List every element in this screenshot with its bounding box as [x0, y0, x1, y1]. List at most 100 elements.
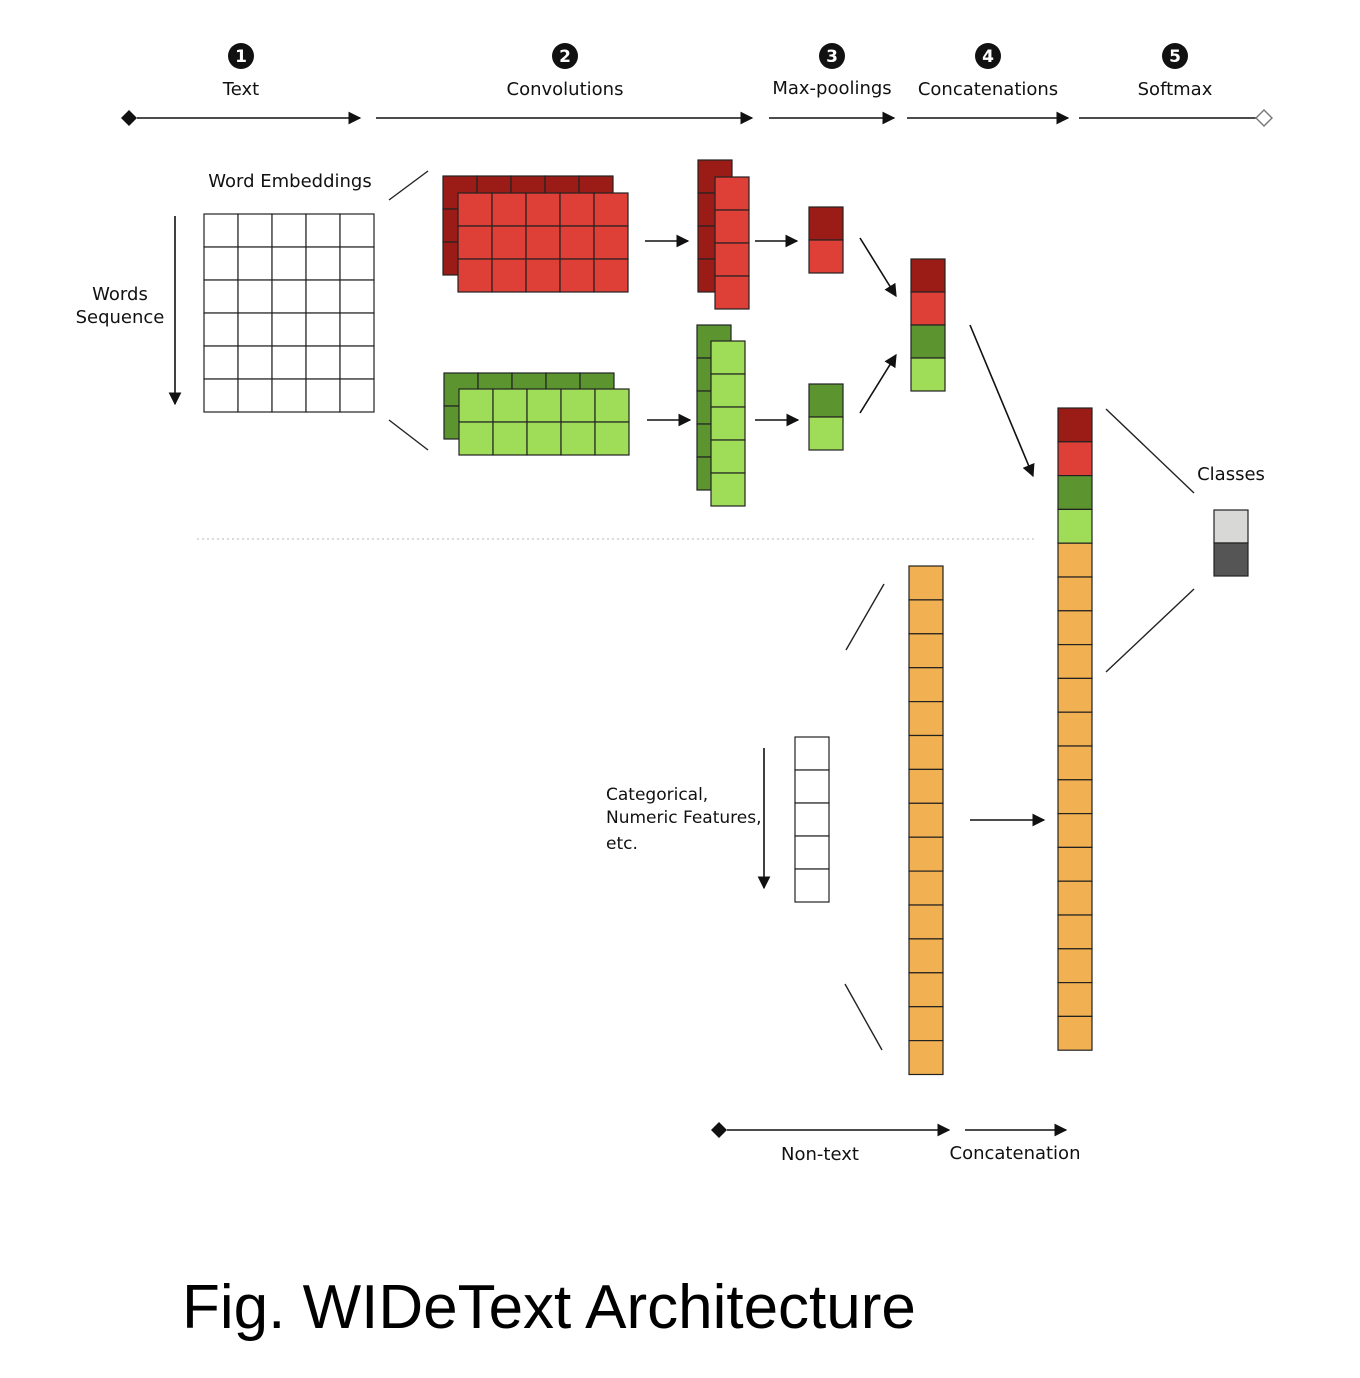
- stage-3: 3 Max-poolings: [772, 43, 892, 99]
- feature-cell: [794, 769, 830, 804]
- concat-cell: [1057, 711, 1093, 747]
- conv-cell: [593, 192, 629, 227]
- embedding-cell: [237, 213, 273, 248]
- concat-cell: [1057, 846, 1093, 882]
- diamond-start-icon: [121, 110, 137, 126]
- conv-output-cell: [710, 472, 746, 507]
- concat-cell: [1057, 745, 1093, 781]
- feature-cell: [794, 835, 830, 870]
- embedding-cell: [339, 378, 375, 413]
- embedding-cell: [203, 378, 239, 413]
- concat-cell: [910, 291, 946, 326]
- word-embeddings-label: Word Embeddings: [208, 171, 371, 192]
- features-label: Categorical, Numeric Features, etc.: [606, 785, 761, 854]
- features-line: etc.: [606, 834, 638, 854]
- stage-label: Convolutions: [507, 79, 624, 100]
- embedding-cell: [908, 870, 944, 906]
- stage-label: Text: [222, 79, 259, 100]
- conv-cell: [458, 421, 494, 456]
- stage-number-icon: [819, 43, 845, 69]
- arrow-icon: [859, 237, 897, 298]
- conv-cell: [491, 192, 527, 227]
- concat-cell: [1057, 880, 1093, 916]
- concat-cell: [1057, 948, 1093, 984]
- green-conv-output: [696, 324, 746, 507]
- embedding-cell: [271, 246, 307, 281]
- red-max-pool: [808, 206, 844, 274]
- text-concatenation: [910, 258, 946, 392]
- classes-label: Classes: [1197, 464, 1265, 485]
- word-embedding-matrix: [203, 213, 375, 413]
- class-cell: [1213, 509, 1249, 544]
- non-text-feature-vector: [794, 736, 830, 903]
- stage-number-icon: [228, 43, 254, 69]
- embedding-cell: [203, 246, 239, 281]
- embedding-cell: [908, 1006, 944, 1042]
- features-line: Categorical,: [606, 785, 708, 805]
- concat-cell: [1057, 643, 1093, 679]
- conv-cell: [491, 225, 527, 260]
- embedding-cell: [305, 213, 341, 248]
- pool-cell: [808, 206, 844, 241]
- features-line: Numeric Features,: [606, 808, 761, 828]
- embedding-cell: [237, 246, 273, 281]
- concat-cell: [910, 258, 946, 293]
- stage-number: 1: [235, 47, 247, 67]
- concat-cell: [1057, 542, 1093, 578]
- concat-cell: [1057, 779, 1093, 815]
- green-max-pool: [808, 383, 844, 451]
- concat-cell: [910, 357, 946, 392]
- stage-label: Concatenations: [918, 79, 1058, 100]
- embedding-cell: [339, 246, 375, 281]
- conv-cell: [559, 192, 595, 227]
- conv-cell: [526, 388, 562, 423]
- stage-number-icon: [975, 43, 1001, 69]
- conv-cell: [457, 258, 493, 293]
- conv-output-cell: [710, 406, 746, 441]
- filter-guide-lines: [388, 170, 1195, 1051]
- embedding-cell: [908, 1039, 944, 1076]
- embedding-cell: [908, 904, 944, 940]
- conv-cell: [560, 421, 596, 456]
- concat-cell: [1057, 576, 1093, 612]
- concat-cell: [1057, 508, 1093, 544]
- embedding-cell: [271, 345, 307, 380]
- conv-cell: [457, 225, 493, 260]
- conv-cell: [594, 388, 630, 423]
- arrow-icon: [859, 353, 897, 414]
- conv-output-cell: [714, 176, 750, 211]
- stage-number-icon: [552, 43, 578, 69]
- embedding-cell: [339, 213, 375, 248]
- embedding-cell: [271, 312, 307, 347]
- embedding-cell: [908, 768, 944, 804]
- concat-cell: [1057, 441, 1093, 477]
- conv-cell: [492, 388, 528, 423]
- embedding-cell: [908, 836, 944, 872]
- embedding-cell: [908, 802, 944, 838]
- embedding-cell: [271, 213, 307, 248]
- embedding-cell: [339, 279, 375, 314]
- embedding-cell: [203, 279, 239, 314]
- embedding-cell: [305, 378, 341, 413]
- concat-cell: [1057, 981, 1093, 1017]
- conv-output-cell: [710, 340, 746, 375]
- embedding-cell: [237, 378, 273, 413]
- embedding-cell: [908, 633, 944, 669]
- words-sequence-line: Words: [92, 284, 148, 305]
- figure-caption: Fig. WIDeText Architecture: [182, 1273, 916, 1342]
- embedding-cell: [305, 279, 341, 314]
- embedding-cell: [305, 246, 341, 281]
- conv-output-cell: [714, 242, 750, 277]
- conv-output-cell: [714, 209, 750, 244]
- arrow-icon: [969, 324, 1035, 478]
- conv-cell: [525, 192, 561, 227]
- embedding-cell: [339, 345, 375, 380]
- conv-cell: [492, 421, 528, 456]
- embedding-cell: [237, 312, 273, 347]
- embedding-cell: [908, 667, 944, 703]
- class-cell: [1213, 542, 1249, 577]
- pool-cell: [808, 239, 844, 274]
- embedding-cell: [908, 599, 944, 635]
- conv-cell: [525, 258, 561, 293]
- class-output: [1213, 509, 1249, 577]
